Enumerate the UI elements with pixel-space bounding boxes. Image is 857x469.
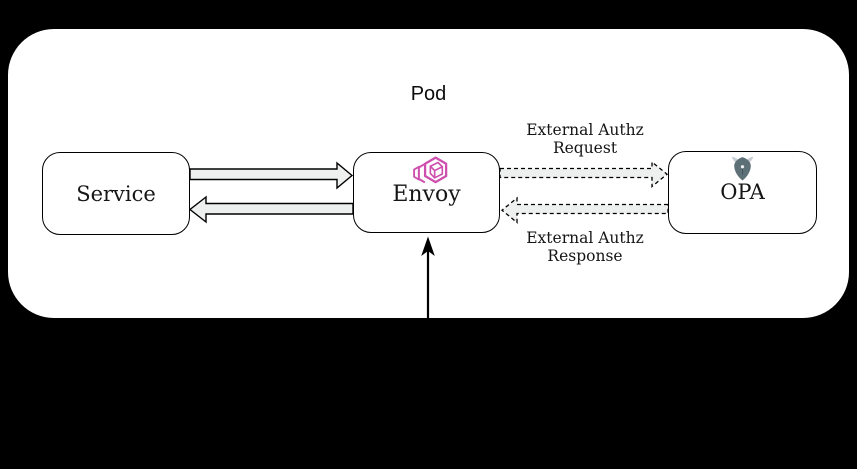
opa-node: OPA: [668, 151, 817, 234]
opa-helmet-icon: [731, 156, 754, 181]
request-label: External Authz Request: [505, 121, 665, 157]
response-label-line1: External Authz: [526, 229, 644, 247]
response-label: External Authz Response: [505, 229, 665, 265]
opa-label: OPA: [720, 180, 765, 204]
envoy-logo-icon: [412, 156, 447, 184]
envoy-label: Envoy: [392, 182, 461, 207]
response-label-line2: Response: [547, 246, 623, 265]
request-label-line1: External Authz: [526, 121, 644, 139]
request-label-line2: Request: [552, 138, 618, 157]
envoy-node: Envoy: [353, 152, 500, 233]
service-label: Service: [76, 181, 156, 206]
pod-title: Pod: [410, 83, 447, 105]
service-node: Service: [42, 152, 190, 235]
